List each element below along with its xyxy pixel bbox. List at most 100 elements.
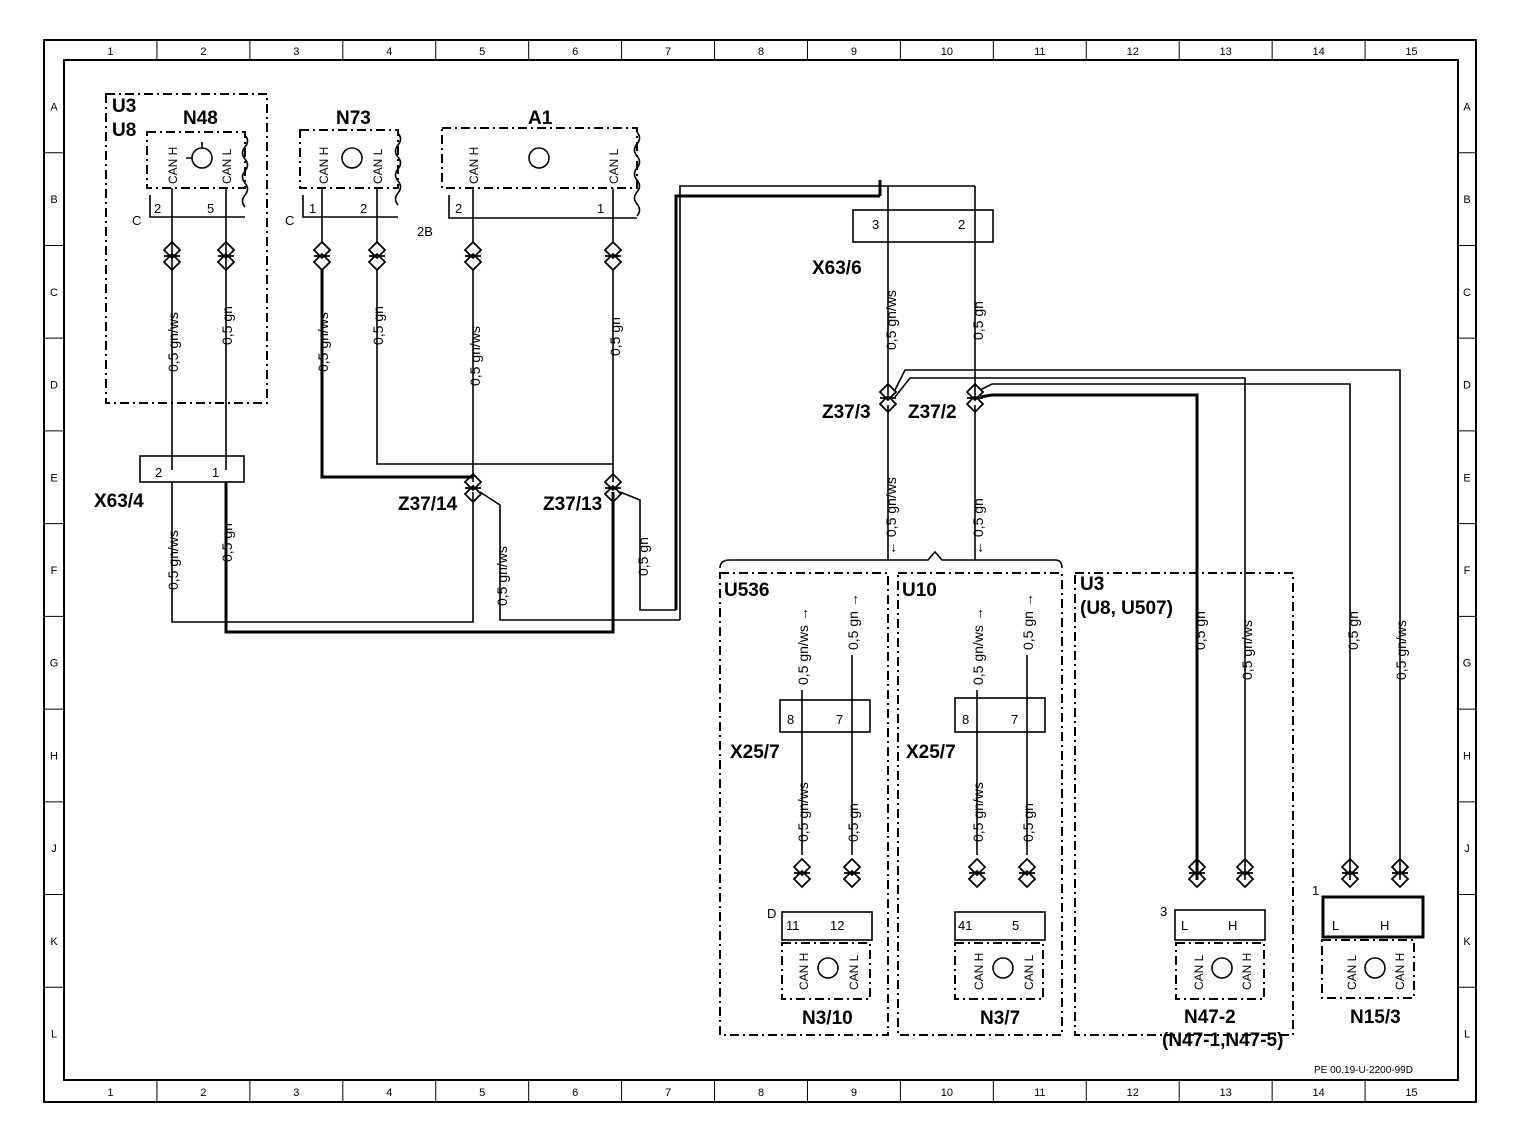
grid-col-label: 7 bbox=[665, 46, 671, 58]
n3-10-connector bbox=[781, 911, 873, 941]
wire-label-u536-l-top: 0,5 gn → bbox=[845, 593, 861, 650]
u10-boundary bbox=[897, 572, 1063, 1036]
grid-row-label: F bbox=[1464, 565, 1471, 577]
n48-pin-2: 2 bbox=[154, 201, 161, 216]
inline-connector-glyph bbox=[1017, 857, 1037, 889]
z37-2-label: Z37/2 bbox=[908, 402, 957, 423]
a1-conn-2b: 2B bbox=[417, 224, 433, 239]
grid-row-label: L bbox=[51, 1029, 57, 1041]
grid-row-label: J bbox=[1464, 843, 1470, 855]
n73-pin-2: 2 bbox=[360, 201, 367, 216]
x63-4-out-l bbox=[224, 482, 615, 634]
wire-label-n15-l: 0,5 gn bbox=[1345, 611, 1361, 650]
inline-connector-glyph bbox=[216, 240, 236, 272]
grid-col-label: 12 bbox=[1127, 46, 1139, 58]
grid-col-label: 1 bbox=[107, 1087, 113, 1099]
grid-row-label: G bbox=[1463, 658, 1472, 670]
a1-label: A1 bbox=[528, 108, 553, 129]
n15-3-pin-l: L bbox=[1332, 918, 1339, 933]
n73-module bbox=[299, 129, 399, 189]
n73-can-h-run bbox=[320, 270, 473, 479]
grid-col-label: 4 bbox=[386, 1087, 392, 1099]
z37-3-label: Z37/3 bbox=[822, 402, 871, 423]
n48-pin-5: 5 bbox=[207, 201, 214, 216]
x63-4-label: X63/4 bbox=[94, 491, 144, 512]
grid-col-label: 7 bbox=[665, 1087, 671, 1099]
x25-7-a-pin-7: 7 bbox=[836, 712, 843, 727]
connector-glyphs bbox=[162, 240, 1410, 889]
grid-row-label: C bbox=[1463, 287, 1471, 299]
n15-3-conn-1: 1 bbox=[1312, 883, 1319, 898]
u3-u8-boundary bbox=[105, 93, 268, 404]
grid-row-label: C bbox=[50, 287, 58, 299]
n73-can-l-run bbox=[376, 270, 613, 465]
grid-col-label: 10 bbox=[941, 1087, 953, 1099]
n73-module-icon bbox=[341, 147, 363, 169]
trunk-h bbox=[679, 185, 975, 620]
z37-2-bus-1 bbox=[979, 393, 1199, 880]
grid-col-label: 3 bbox=[293, 1087, 299, 1099]
n3-7-module-icon bbox=[992, 957, 1014, 979]
n15-3-label: N15/3 bbox=[1350, 1007, 1401, 1028]
n3-7-connector bbox=[954, 911, 1046, 941]
n48-connector bbox=[149, 195, 245, 218]
wire-label-u536-h-mid: 0,5 gn/ws bbox=[795, 782, 811, 842]
x25-7-a-pin-8: 8 bbox=[787, 712, 794, 727]
n15-3-pin-h: H bbox=[1380, 918, 1389, 933]
n47-2-module bbox=[1175, 942, 1265, 1000]
wire-label-u10-h-mid: 0,5 gn/ws bbox=[970, 782, 986, 842]
n15-3-can-l-label: CAN L bbox=[1345, 954, 1359, 990]
n48-conn-c: C bbox=[132, 213, 141, 228]
x63-4-out-h bbox=[171, 482, 474, 623]
wire-label-z37-13: 0,5 gn bbox=[635, 537, 651, 576]
a1-module-icon bbox=[528, 147, 550, 169]
grid-row-label: D bbox=[50, 380, 58, 392]
grid-col-label: 4 bbox=[386, 46, 392, 58]
wire-label-n48-h: 0,5 gn/ws bbox=[165, 312, 181, 372]
inner-frame bbox=[63, 59, 1459, 1081]
wire-label-x63-6-2: 0,5 gn bbox=[970, 301, 986, 340]
n48-can-h-label: CAN H bbox=[166, 147, 180, 184]
u536-label: U536 bbox=[724, 580, 769, 601]
grid-col-label: 13 bbox=[1220, 46, 1232, 58]
x63-6-label: X63/6 bbox=[812, 258, 862, 279]
z37-2-bus-2 bbox=[979, 383, 1351, 880]
z37-14-out bbox=[479, 491, 680, 621]
n47-2-alt-label: (N47-1,N47-5) bbox=[1162, 1030, 1283, 1051]
grid-row-label: F bbox=[51, 565, 58, 577]
z37-3-bus-1 bbox=[894, 369, 1401, 880]
n3-10-label: N3/10 bbox=[802, 1008, 853, 1029]
x63-6-pin-3: 3 bbox=[872, 217, 879, 232]
n15-3-module-icon bbox=[1364, 957, 1386, 979]
grid-row-label: B bbox=[50, 194, 57, 206]
grid-col-label: 11 bbox=[1034, 1087, 1045, 1099]
wire-label-x63-4-h: 0,5 gn/ws bbox=[165, 530, 181, 590]
n47-2-can-l-label: CAN L bbox=[1192, 954, 1206, 990]
wire-label-z37-3-down: ← 0,5 gn/ws bbox=[883, 477, 899, 555]
n73-connector bbox=[302, 195, 398, 218]
x63-4-connector bbox=[139, 455, 245, 483]
grid-col-label: 3 bbox=[293, 46, 299, 58]
inline-connector-glyph bbox=[603, 240, 623, 272]
grid-col-label: 9 bbox=[851, 1087, 857, 1099]
inline-connector-glyph bbox=[162, 240, 182, 272]
wire-label-u10-h-top: 0,5 gn/ws → bbox=[970, 607, 986, 685]
u3-group-label: U3 bbox=[1080, 574, 1104, 595]
a1-can-h-label: CAN H bbox=[467, 147, 481, 184]
grid-row-label: A bbox=[1463, 101, 1471, 113]
u536-boundary bbox=[719, 572, 889, 1036]
grid-col-label: 5 bbox=[479, 1087, 485, 1099]
wire-label-n73-l: 0,5 gn bbox=[370, 306, 386, 345]
grid-col-label: 8 bbox=[758, 1087, 764, 1099]
u3-group-sub-label: (U8, U507) bbox=[1080, 598, 1173, 619]
x63-6-pin-2: 2 bbox=[958, 217, 965, 232]
u3-label: U3 bbox=[112, 96, 136, 117]
u3-group-boundary bbox=[1074, 572, 1294, 1036]
grid-col-label: 12 bbox=[1127, 1087, 1139, 1099]
z37-13-label: Z37/13 bbox=[543, 494, 602, 515]
grid-reference: 1122334455667788991010111112121313141415… bbox=[44, 40, 1476, 1102]
n47-2-pin-l: L bbox=[1181, 918, 1188, 933]
n3-7-label: N3/7 bbox=[980, 1008, 1020, 1029]
n3-10-module-icon bbox=[817, 957, 839, 979]
